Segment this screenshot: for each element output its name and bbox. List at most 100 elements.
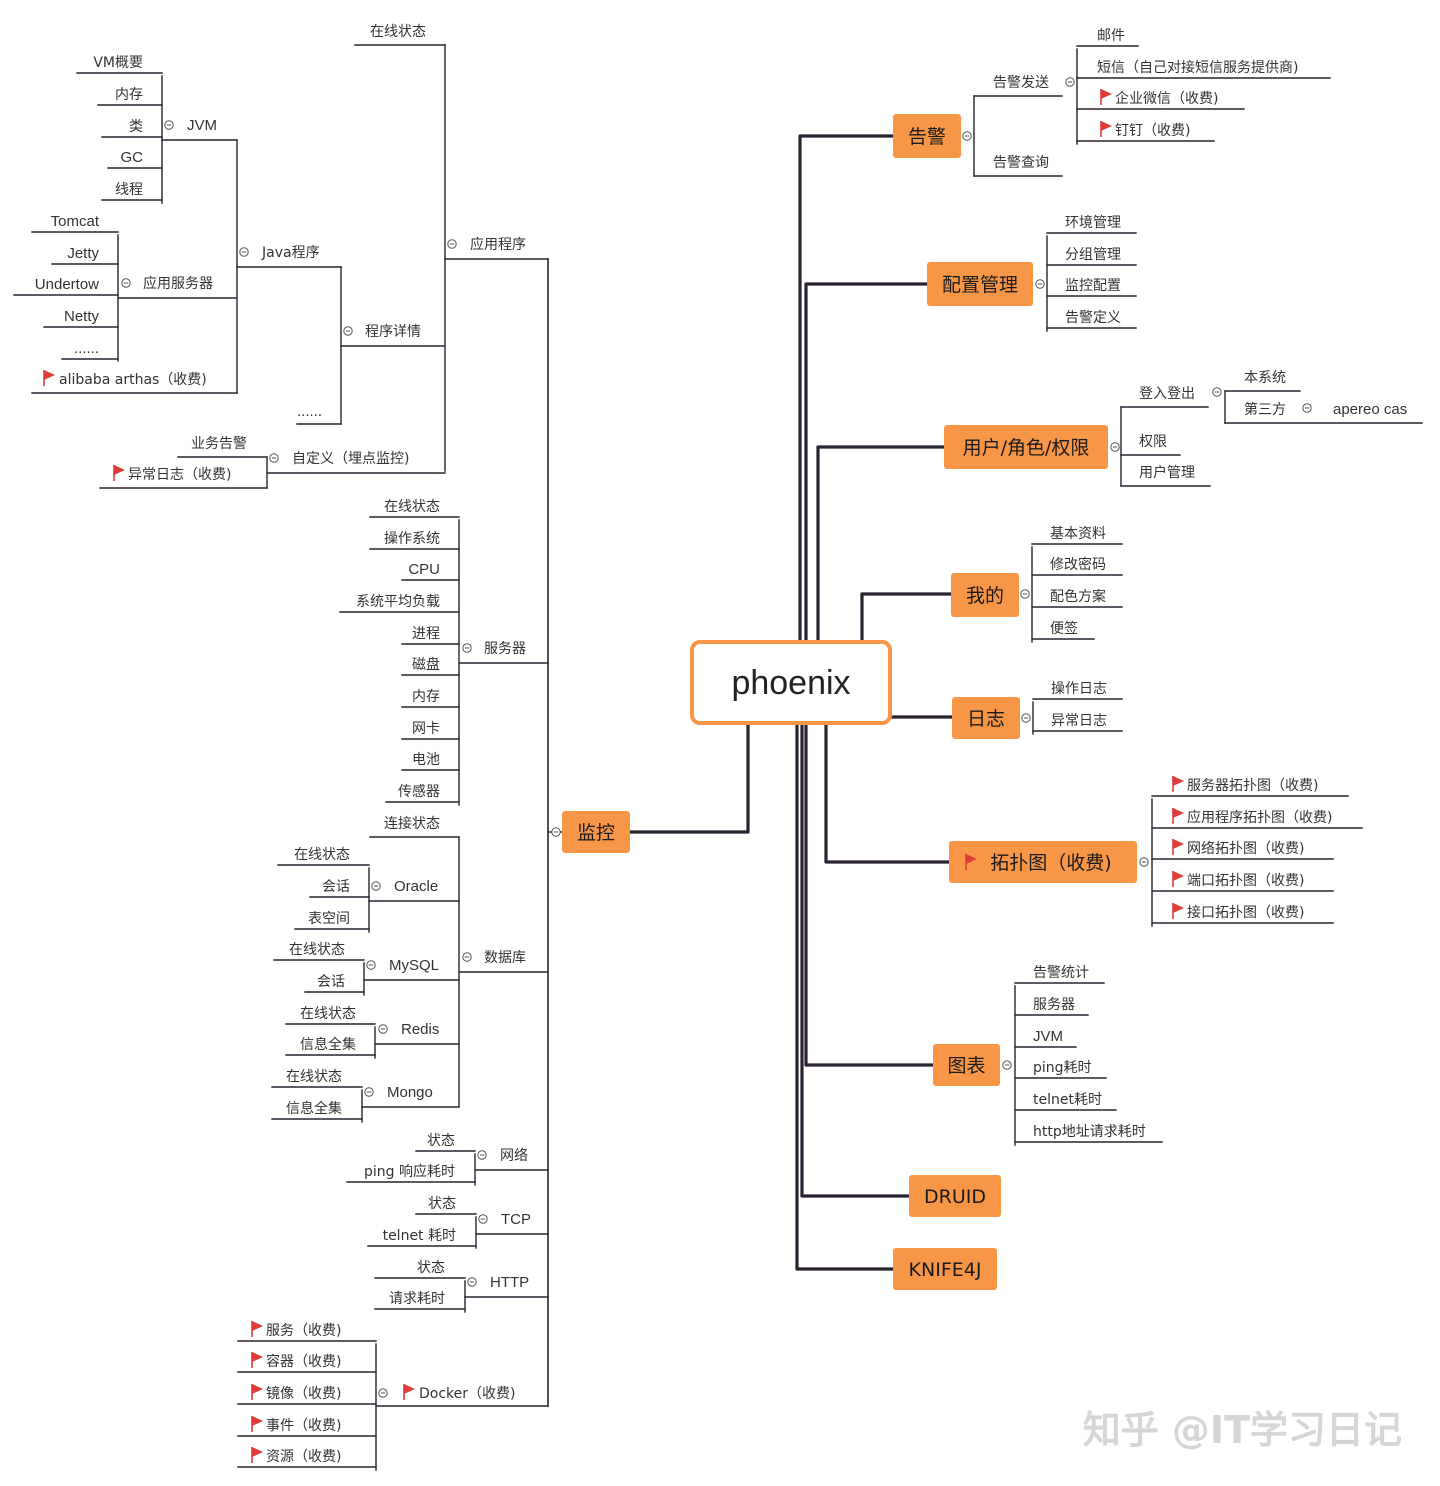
node-label[interactable]: 请求耗时 <box>389 1291 445 1307</box>
druid-topic-label[interactable]: DRUID <box>924 1186 986 1208</box>
node-label[interactable]: 监控配置 <box>1065 278 1121 294</box>
node-label[interactable]: Mongo <box>387 1084 433 1101</box>
node-label[interactable]: 应用服务器 <box>143 275 213 292</box>
collapse-circle-icon[interactable] <box>1035 279 1045 289</box>
collapse-circle-icon[interactable] <box>269 453 279 463</box>
node-label[interactable]: 会话 <box>322 879 350 895</box>
node-label[interactable]: 操作日志 <box>1051 681 1107 697</box>
node-label[interactable]: 用户管理 <box>1139 464 1195 481</box>
chart-topic-label[interactable]: 图表 <box>947 1055 985 1077</box>
node-label[interactable]: 状态 <box>417 1260 445 1276</box>
mine-topic-box[interactable] <box>951 573 1019 617</box>
node-label[interactable]: 端口拓扑图（收费) <box>1187 873 1304 889</box>
node-label[interactable]: 告警查询 <box>993 155 1049 171</box>
collapse-circle-icon[interactable] <box>467 1277 477 1287</box>
node-label[interactable]: 操作系统 <box>384 531 440 547</box>
collapse-circle-icon[interactable] <box>962 131 972 141</box>
node-label[interactable]: GC <box>121 149 144 166</box>
collapse-circle-icon[interactable] <box>364 1087 374 1097</box>
collapse-circle-icon[interactable] <box>447 239 457 249</box>
node-label[interactable]: ping耗时 <box>1033 1060 1092 1076</box>
node-label[interactable]: 传感器 <box>398 783 440 800</box>
node-label[interactable]: 在线状态 <box>294 847 350 863</box>
log-topic-box[interactable] <box>952 697 1020 739</box>
node-label[interactable]: 分组管理 <box>1065 247 1121 263</box>
alarm-topic-box[interactable] <box>893 114 961 158</box>
node-label[interactable]: 企业微信（收费) <box>1115 90 1218 107</box>
node-label[interactable]: 在线状态 <box>289 942 345 958</box>
node-label[interactable]: 第三方 <box>1244 401 1286 418</box>
node-label[interactable]: 服务器 <box>484 641 526 657</box>
node-label[interactable]: Java程序 <box>261 245 320 261</box>
node-label[interactable]: 表空间 <box>308 911 350 927</box>
node-label[interactable]: 电池 <box>412 752 440 768</box>
config-topic-label[interactable]: 配置管理 <box>942 274 1018 296</box>
node-label[interactable]: ...... <box>297 403 322 420</box>
node-label[interactable]: 资源（收费) <box>266 1449 341 1465</box>
collapse-circle-icon[interactable] <box>164 120 174 130</box>
node-label[interactable]: 告警定义 <box>1065 310 1121 326</box>
node-label[interactable]: ping 响应耗时 <box>364 1163 455 1180</box>
node-label[interactable]: 系统平均负载 <box>356 594 440 610</box>
node-label[interactable]: 在线状态 <box>370 24 426 40</box>
alarm-topic-label[interactable]: 告警 <box>908 126 946 148</box>
node-label[interactable]: 环境管理 <box>1065 215 1121 231</box>
node-label[interactable]: JVM <box>187 117 217 134</box>
node-label[interactable]: Jetty <box>67 245 99 262</box>
monitor-topic-label[interactable]: 监控 <box>577 822 615 844</box>
node-label[interactable]: 在线状态 <box>384 499 440 515</box>
node-label[interactable]: 业务告警 <box>191 436 247 452</box>
node-label[interactable]: telnet耗时 <box>1033 1092 1102 1108</box>
node-label[interactable]: 镜像（收费) <box>266 1386 341 1402</box>
node-label[interactable]: 在线状态 <box>286 1069 342 1085</box>
node-label[interactable]: 短信（自己对接短信服务提供商) <box>1097 59 1298 76</box>
node-label[interactable]: 钉钉（收费) <box>1115 123 1190 139</box>
user-topic-label[interactable]: 用户/角色/权限 <box>963 437 1090 459</box>
node-label[interactable]: 应用程序拓扑图（收费) <box>1187 809 1332 826</box>
node-label[interactable]: CPU <box>408 561 440 578</box>
root-box[interactable] <box>690 640 892 725</box>
node-label[interactable]: Netty <box>64 308 100 325</box>
node-label[interactable]: 进程 <box>412 626 440 642</box>
collapse-circle-icon[interactable] <box>239 247 249 257</box>
node-label[interactable]: VM概要 <box>93 55 143 71</box>
node-label[interactable]: 服务器 <box>1033 997 1075 1013</box>
config-topic-box[interactable] <box>927 262 1033 306</box>
collapse-circle-icon[interactable] <box>121 278 131 288</box>
node-label[interactable]: apereo cas <box>1333 401 1407 418</box>
node-label[interactable]: JVM <box>1033 1028 1063 1045</box>
node-label[interactable]: 基本资料 <box>1050 525 1106 542</box>
user-topic-box[interactable] <box>944 425 1108 469</box>
node-label[interactable]: telnet 耗时 <box>383 1228 456 1244</box>
collapse-circle-icon[interactable] <box>1002 1060 1012 1070</box>
exception-log-label[interactable]: 异常日志（收费) <box>128 467 231 483</box>
collapse-circle-icon[interactable] <box>478 1214 488 1224</box>
node-label[interactable]: 网卡 <box>412 721 440 737</box>
node-label[interactable]: 信息全集 <box>286 1100 342 1117</box>
node-label[interactable]: 在线状态 <box>300 1006 356 1022</box>
knife4j-topic-box[interactable] <box>893 1248 997 1290</box>
collapse-circle-icon[interactable] <box>1021 713 1031 723</box>
node-label[interactable]: TCP <box>501 1211 531 1228</box>
node-label[interactable]: 自定义（埋点监控) <box>292 451 409 467</box>
node-label[interactable]: Undertow <box>35 276 99 293</box>
collapse-circle-icon[interactable] <box>343 326 353 336</box>
collapse-circle-icon[interactable] <box>1110 442 1120 452</box>
node-label[interactable]: Tomcat <box>51 213 100 230</box>
node-label[interactable]: 登入登出 <box>1139 386 1195 402</box>
node-label[interactable]: 连接状态 <box>384 815 440 832</box>
node-label[interactable]: 应用程序 <box>470 236 526 253</box>
druid-topic-box[interactable] <box>909 1175 1001 1217</box>
node-label[interactable]: 内存 <box>115 87 143 103</box>
node-label[interactable]: 配色方案 <box>1050 588 1106 605</box>
node-label[interactable]: 内存 <box>412 689 440 705</box>
node-label[interactable]: 会话 <box>317 974 345 990</box>
docker-label[interactable]: Docker（收费) <box>419 1386 515 1402</box>
collapse-circle-icon[interactable] <box>477 1150 487 1160</box>
node-label[interactable]: Oracle <box>394 878 438 895</box>
node-label[interactable]: 修改密码 <box>1050 556 1106 573</box>
node-label[interactable]: 服务（收费) <box>266 1323 341 1339</box>
collapse-circle-icon[interactable] <box>371 881 381 891</box>
node-label[interactable]: 状态 <box>428 1196 456 1212</box>
collapse-circle-icon[interactable] <box>366 960 376 970</box>
